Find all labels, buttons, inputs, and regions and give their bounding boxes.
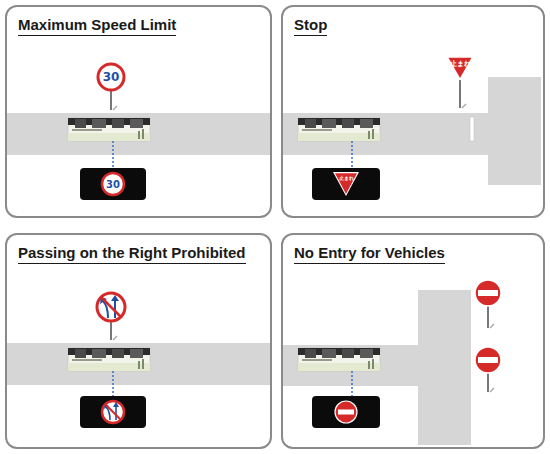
dashboard-view <box>298 348 380 371</box>
pole-shadow <box>113 336 117 340</box>
sign-pole <box>487 373 489 392</box>
panel-box: Passing on the Right Prohibited <box>5 233 272 449</box>
crossing-road <box>488 77 541 185</box>
dashboard-view <box>68 348 150 371</box>
speed-limit-sign: 30 <box>96 62 126 92</box>
stop-sign: 止まれ <box>446 56 474 81</box>
panel-title: Stop <box>294 16 327 36</box>
panel-box: No Entry for Vehicles <box>281 233 545 449</box>
sign-pole <box>459 80 461 108</box>
panel-title: Passing on the Right Prohibited <box>18 244 246 264</box>
road <box>7 343 270 385</box>
panel-title: No Entry for Vehicles <box>294 244 445 264</box>
dashboard-screen: 止まれ <box>312 168 380 200</box>
sign-outline <box>446 56 474 81</box>
screen-no-passing-sign <box>102 401 124 423</box>
panel-title: Maximum Speed Limit <box>18 16 176 36</box>
screen-sign-outline <box>312 168 380 200</box>
pole-shadow <box>113 106 117 110</box>
sign-pole <box>110 322 112 340</box>
no-entry-sign <box>475 280 501 306</box>
leader-line <box>112 141 114 168</box>
road <box>283 113 489 155</box>
sign-text: 30 <box>96 62 126 92</box>
road <box>7 113 270 155</box>
panel-box: Maximum Speed Limit 30 30 <box>5 5 272 218</box>
dashboard-screen: 30 <box>80 168 146 200</box>
sign-text: 止まれ <box>446 59 474 69</box>
sign-text: 止まれ <box>312 175 380 181</box>
pole-shadow <box>462 104 466 108</box>
dashboard-screen <box>312 396 380 428</box>
dashboard-screen <box>80 396 146 428</box>
sign-text: 30 <box>80 168 146 200</box>
sign-pole <box>110 91 112 110</box>
dashboard-view <box>68 118 150 141</box>
stop-line <box>470 117 474 141</box>
no-entry-sign <box>475 347 501 373</box>
screen-no-entry-sign <box>335 401 357 423</box>
dashboard-view <box>298 118 380 141</box>
crossing-road <box>418 290 471 445</box>
pole-shadow <box>490 388 494 392</box>
panel-box: Stop止まれ止まれ <box>281 5 545 218</box>
leader-line <box>112 371 114 396</box>
sign-pole <box>487 306 489 328</box>
no-passing-sign <box>97 293 125 321</box>
leader-line <box>351 141 353 168</box>
leader-line <box>351 371 353 396</box>
road <box>283 345 418 386</box>
pole-shadow <box>490 324 494 328</box>
